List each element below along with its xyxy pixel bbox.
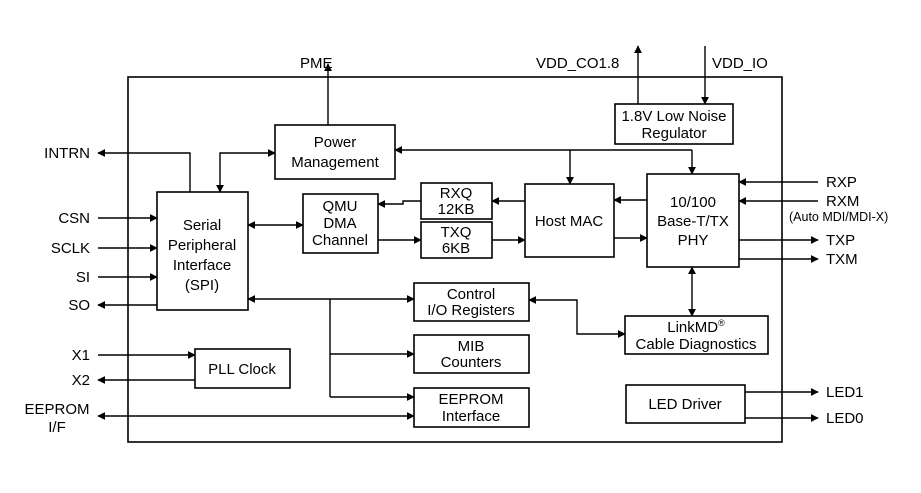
control-registers-block: Control I/O Registers <box>413 282 530 322</box>
eeprom-interface-block: EEPROM Interface <box>413 387 530 428</box>
pll-clock-block: PLL Clock <box>194 348 291 389</box>
pme-label: PME <box>300 55 333 72</box>
rxq-qmu-wire <box>377 200 421 208</box>
x2-label: X2 <box>72 372 90 389</box>
spi-line-4: (SPI) <box>185 277 219 294</box>
pll-label: PLL Clock <box>208 361 276 378</box>
mib-line-2: Counters <box>441 354 502 371</box>
control-linkmd-wire <box>528 296 626 338</box>
x1-label: X1 <box>72 347 90 364</box>
spi-power-wire <box>216 149 276 193</box>
txq-block: TXQ 6KB <box>420 221 493 259</box>
eeprom-line-2: Interface <box>442 408 500 425</box>
rxp-label: RXP <box>826 174 857 191</box>
host-mac-block: Host MAC <box>524 183 615 258</box>
spi-line-1: Serial <box>183 217 221 234</box>
qmu-dma-block: QMU DMA Channel <box>302 193 379 254</box>
led1-label: LED1 <box>826 384 864 401</box>
rxq-line-2: 12KB <box>438 201 475 218</box>
eeprom-line-1: EEPROM <box>438 391 503 408</box>
linkmd-line-2: Cable Diagnostics <box>636 336 757 353</box>
linkmd-registered-mark: ® <box>718 318 725 328</box>
spi-block: Serial Peripheral Interface (SPI) <box>156 191 249 311</box>
txq-line-2: 6KB <box>442 240 470 257</box>
si-label: SI <box>76 269 90 286</box>
csn-label: CSN <box>58 210 90 227</box>
mib-counters-block: MIB Counters <box>413 334 530 374</box>
linkmd-name: LinkMD <box>667 319 718 336</box>
txp-label: TXP <box>826 232 855 249</box>
regulator-line-1: 1.8V Low Noise <box>621 108 726 125</box>
intrn-label: INTRN <box>44 145 90 162</box>
rxm-label: RXM <box>826 193 859 210</box>
eeprom-if-label-1: EEPROM <box>24 401 89 418</box>
control-line-2: I/O Registers <box>427 302 515 319</box>
intrn-wire <box>97 149 191 192</box>
led0-label: LED0 <box>826 410 864 427</box>
sclk-label: SCLK <box>51 240 90 257</box>
connections <box>97 45 819 422</box>
txq-line-1: TXQ <box>441 224 472 241</box>
phy-line-3: PHY <box>678 232 709 249</box>
spi-line-3: Interface <box>173 257 231 274</box>
spi-line-2: Peripheral <box>168 237 236 254</box>
txm-label: TXM <box>826 251 858 268</box>
signal-labels: PME VDD_CO1.8 VDD_IO INTRN CSN SCLK SI S… <box>24 55 888 436</box>
mib-line-1: MIB <box>458 338 485 355</box>
vdd-io-label: VDD_IO <box>712 55 768 72</box>
power-line-2: Management <box>291 154 379 171</box>
eeprom-if-label-2: I/F <box>48 419 66 436</box>
led-driver-block: LED Driver <box>625 384 746 424</box>
power-line-1: Power <box>314 134 357 151</box>
so-label: SO <box>68 297 90 314</box>
vdd-co-label: VDD_CO1.8 <box>536 55 619 72</box>
phy-block: 10/100 Base-T/TX PHY <box>646 173 740 268</box>
rxq-line-1: RXQ <box>440 185 473 202</box>
rxq-block: RXQ 12KB <box>420 182 493 220</box>
regulator-line-2: Regulator <box>641 125 706 142</box>
regulator-block: 1.8V Low Noise Regulator <box>614 103 734 145</box>
led-driver-label: LED Driver <box>648 396 721 413</box>
phy-line-2: Base-T/TX <box>657 213 729 230</box>
linkmd-block: LinkMD® Cable Diagnostics <box>624 315 769 355</box>
qmu-line-2: DMA <box>323 215 356 232</box>
linkmd-line-1: LinkMD® <box>667 318 725 336</box>
host-mac-label: Host MAC <box>535 213 604 230</box>
power-management-block: Power Management <box>274 124 396 180</box>
qmu-line-3: Channel <box>312 232 368 249</box>
control-line-1: Control <box>447 286 495 303</box>
auto-mdi-label: (Auto MDI/MDI-X) <box>789 210 888 224</box>
qmu-line-1: QMU <box>323 198 358 215</box>
phy-line-1: 10/100 <box>670 194 716 211</box>
